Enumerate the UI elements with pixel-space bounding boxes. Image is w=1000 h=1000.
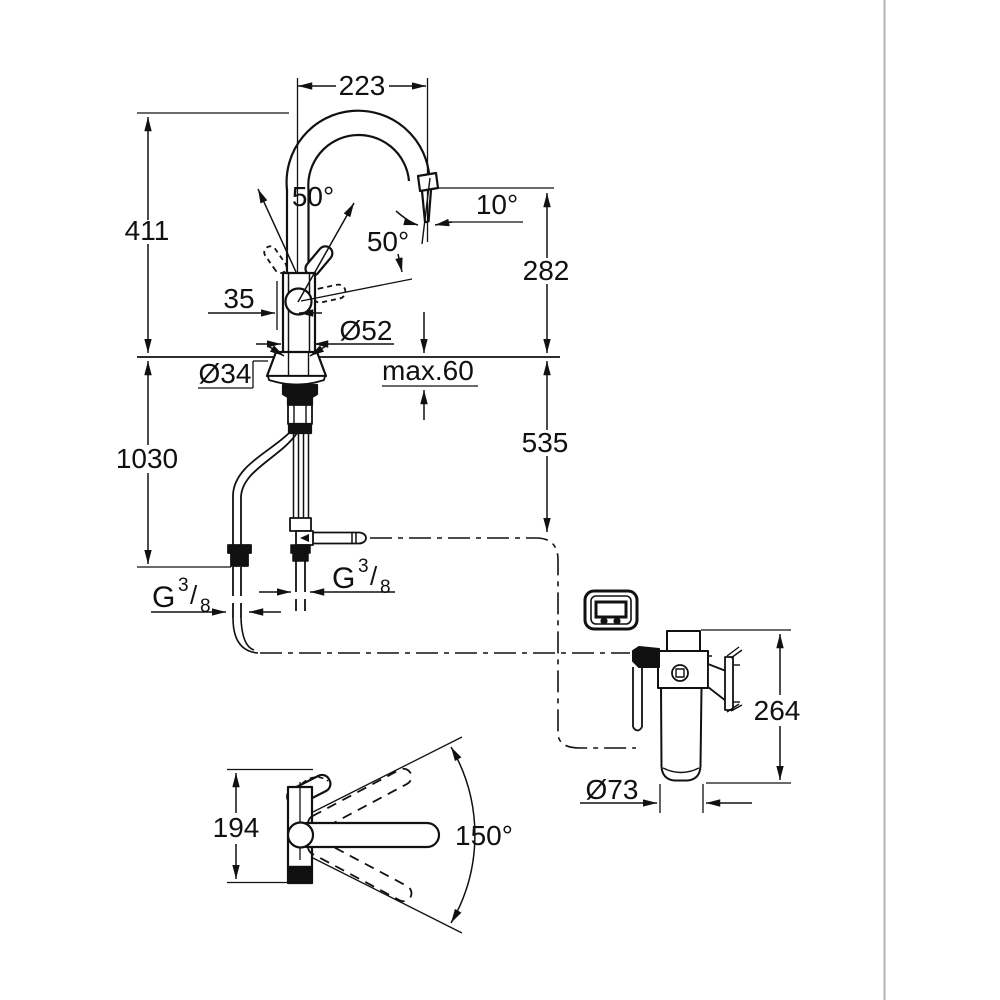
- left-supply-hose: [227, 432, 298, 654]
- shank-band: [287, 422, 313, 435]
- faucet-top-view: [286, 767, 441, 903]
- filter-assembly: [632, 630, 743, 782]
- top-view-pivot-circle: [286, 821, 315, 849]
- label-150: 150°: [455, 820, 513, 851]
- dimension-35: [208, 281, 322, 330]
- washer: [267, 375, 326, 386]
- label-194: 194: [213, 812, 260, 843]
- dimension-max60: [382, 312, 478, 420]
- dimension-lines-main: [137, 78, 554, 616]
- dimension-264: [701, 629, 791, 784]
- display-button-left: [600, 617, 608, 625]
- spout-arc: [285, 109, 431, 191]
- label-o52: Ø52: [340, 315, 393, 346]
- label-35: 35: [223, 283, 254, 314]
- riser-pipe: [285, 189, 310, 273]
- top-view-spout-bar: [304, 821, 441, 849]
- filter-cartridge: [660, 687, 703, 782]
- dimension-223: [298, 78, 429, 242]
- tube-end-cap: [358, 531, 367, 545]
- dimension-282: [437, 187, 554, 353]
- dimension-150: [312, 736, 476, 934]
- label-50-back: 50°: [292, 181, 334, 212]
- dimension-texts: 223 411 50° 50° 10° 282 35 Ø52 Ø34 max.6…: [116, 70, 801, 851]
- hose-routing-lines: [260, 537, 636, 749]
- elbow-connector: [632, 646, 660, 668]
- left-thread-fitting: [230, 552, 249, 567]
- dimension-o34: [198, 345, 327, 389]
- label-o34: Ø34: [199, 358, 252, 389]
- label-264: 264: [754, 695, 801, 726]
- outlet-axis-line: [421, 177, 431, 245]
- display-button-right: [613, 617, 621, 625]
- dimension-o73: [580, 784, 752, 813]
- label-50-front: 50°: [367, 226, 409, 257]
- faucet-side-view: [137, 78, 636, 749]
- top-view-base-black: [286, 865, 314, 885]
- label-535: 535: [522, 427, 569, 458]
- dimension-411: [137, 112, 289, 353]
- base-flange: [265, 350, 328, 435]
- dimension-lines-filter: [580, 629, 791, 813]
- dimension-194: [227, 768, 313, 884]
- dimension-10: [395, 210, 523, 227]
- label-o73: Ø73: [586, 774, 639, 805]
- label-223: 223: [339, 70, 386, 101]
- bracket-arm: [707, 663, 727, 702]
- spout-outlet: [416, 171, 440, 245]
- swivel-spout-dashed-up: [307, 767, 413, 833]
- mounting-nut: [281, 383, 319, 407]
- label-g38-left: G 3 / 8: [152, 575, 211, 617]
- label-282: 282: [523, 255, 570, 286]
- swivel-spout-dashed-down: [307, 837, 413, 903]
- dimension-1030: [137, 361, 231, 568]
- dimension-50-back: [257, 188, 355, 303]
- check-valve-block: [289, 517, 312, 532]
- filter-outlet-hose: [632, 667, 643, 732]
- remote-display-unit: [583, 589, 639, 631]
- dimension-lines-bottom: [227, 736, 476, 934]
- display-screen: [594, 600, 628, 619]
- lever-dashed-front: [311, 283, 347, 304]
- label-g38-right: G 3 / 8: [332, 556, 391, 598]
- wall-plate: [724, 656, 734, 711]
- routing-line-filter-return: [370, 537, 636, 749]
- label-411: 411: [125, 215, 170, 246]
- dimension-50-front: [300, 253, 413, 302]
- wall-hatching: [726, 646, 743, 713]
- filter-tubes: [289, 433, 367, 611]
- label-10: 10°: [476, 189, 518, 220]
- flow-arrow: [300, 534, 309, 542]
- label-1030: 1030: [116, 443, 178, 474]
- filter-top-cap: [666, 630, 701, 652]
- right-thread-fitting: [290, 544, 311, 554]
- label-max60: max.60: [382, 355, 474, 386]
